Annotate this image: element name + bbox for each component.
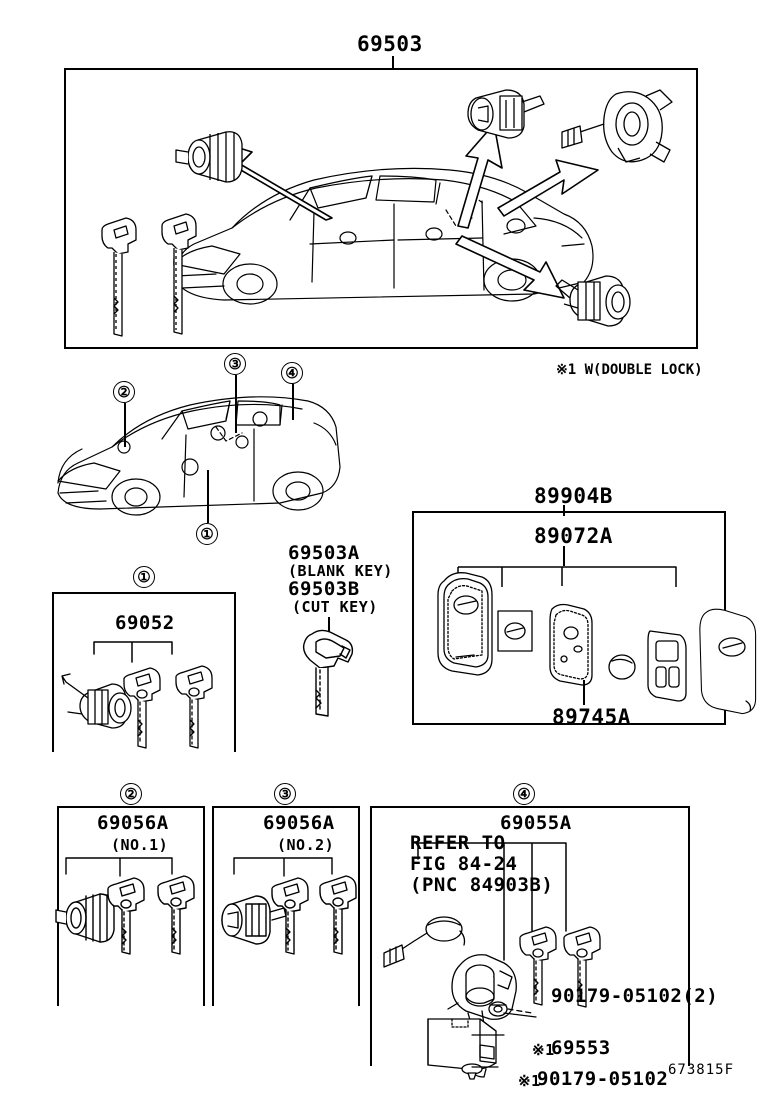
part-label-89072a: 89072A (534, 524, 613, 548)
part-sublabel-no2: (NO.2) (277, 836, 335, 854)
part-label-69055a: 69055A (500, 812, 572, 834)
leader-line-69503 (392, 56, 394, 68)
part-label-69503: 69503 (357, 32, 423, 56)
leader-line-89904b (563, 505, 565, 516)
panel-3-marker: ③ (274, 783, 296, 805)
part-sublabel-cut-key: (CUT KEY) (292, 598, 378, 616)
refer-to-line2: FIG 84-24 (410, 853, 518, 875)
panel-4-marker: ④ (513, 783, 535, 805)
part-label-89904b: 89904B (534, 484, 613, 508)
panel-1-bracket (52, 592, 236, 752)
top-assembly-illustration (64, 68, 698, 349)
panel-2-bracket (57, 806, 205, 1006)
blank-cut-key-illustration (296, 628, 366, 720)
part-sublabel-blank-key: (BLANK KEY) (288, 562, 393, 580)
callout-marker-4: ④ (281, 362, 303, 384)
panel-1-illustration (56, 640, 236, 750)
panel-3-bracket (212, 806, 360, 1006)
part-label-90179-05102: 90179-05102 (537, 1068, 669, 1090)
panel-2-illustration (55, 852, 208, 972)
part-label-90179-05102-2: 90179-05102(2) (551, 985, 719, 1007)
part-label-69553: 69553 (551, 1037, 611, 1059)
part-label-69056a-no2: 69056A (263, 812, 335, 834)
callout-marker-1: ① (196, 523, 218, 545)
panel-3-illustration (216, 852, 364, 972)
panel-4-illustration (376, 835, 694, 1080)
part-label-69056a-no1: 69056A (97, 812, 169, 834)
top-assembly-frame (64, 68, 698, 349)
double-lock-note: ※1 W(DOUBLE LOCK) (556, 362, 703, 378)
callout-car-illustration (30, 375, 350, 550)
transmitter-illustration (412, 511, 757, 725)
drawing-number: 673815F (668, 1062, 735, 1078)
leader-line-69503ab (328, 617, 330, 633)
callout-leader-3 (235, 375, 237, 433)
panel-4-bracket (370, 806, 690, 1066)
part-sublabel-no1: (NO.1) (111, 836, 169, 854)
callout-leader-4 (292, 384, 294, 420)
grommet-note-prefix: ※1 (518, 1072, 541, 1090)
buzzer-note-prefix: ※1 (532, 1041, 555, 1059)
part-label-89745a: 89745A (552, 705, 631, 729)
leader-line-89745a (583, 680, 585, 705)
callout-marker-3: ③ (224, 353, 246, 375)
part-label-69503a: 69503A (288, 542, 360, 564)
part-label-69503b: 69503B (288, 578, 360, 600)
leader-line-89072a (563, 546, 565, 566)
part-label-69052: 69052 (115, 612, 175, 634)
callout-marker-2: ② (113, 381, 135, 403)
panel-2-marker: ② (120, 783, 142, 805)
panel-1-marker: ① (133, 566, 155, 588)
callout-leader-2 (124, 403, 126, 447)
callout-leader-1 (207, 470, 209, 523)
